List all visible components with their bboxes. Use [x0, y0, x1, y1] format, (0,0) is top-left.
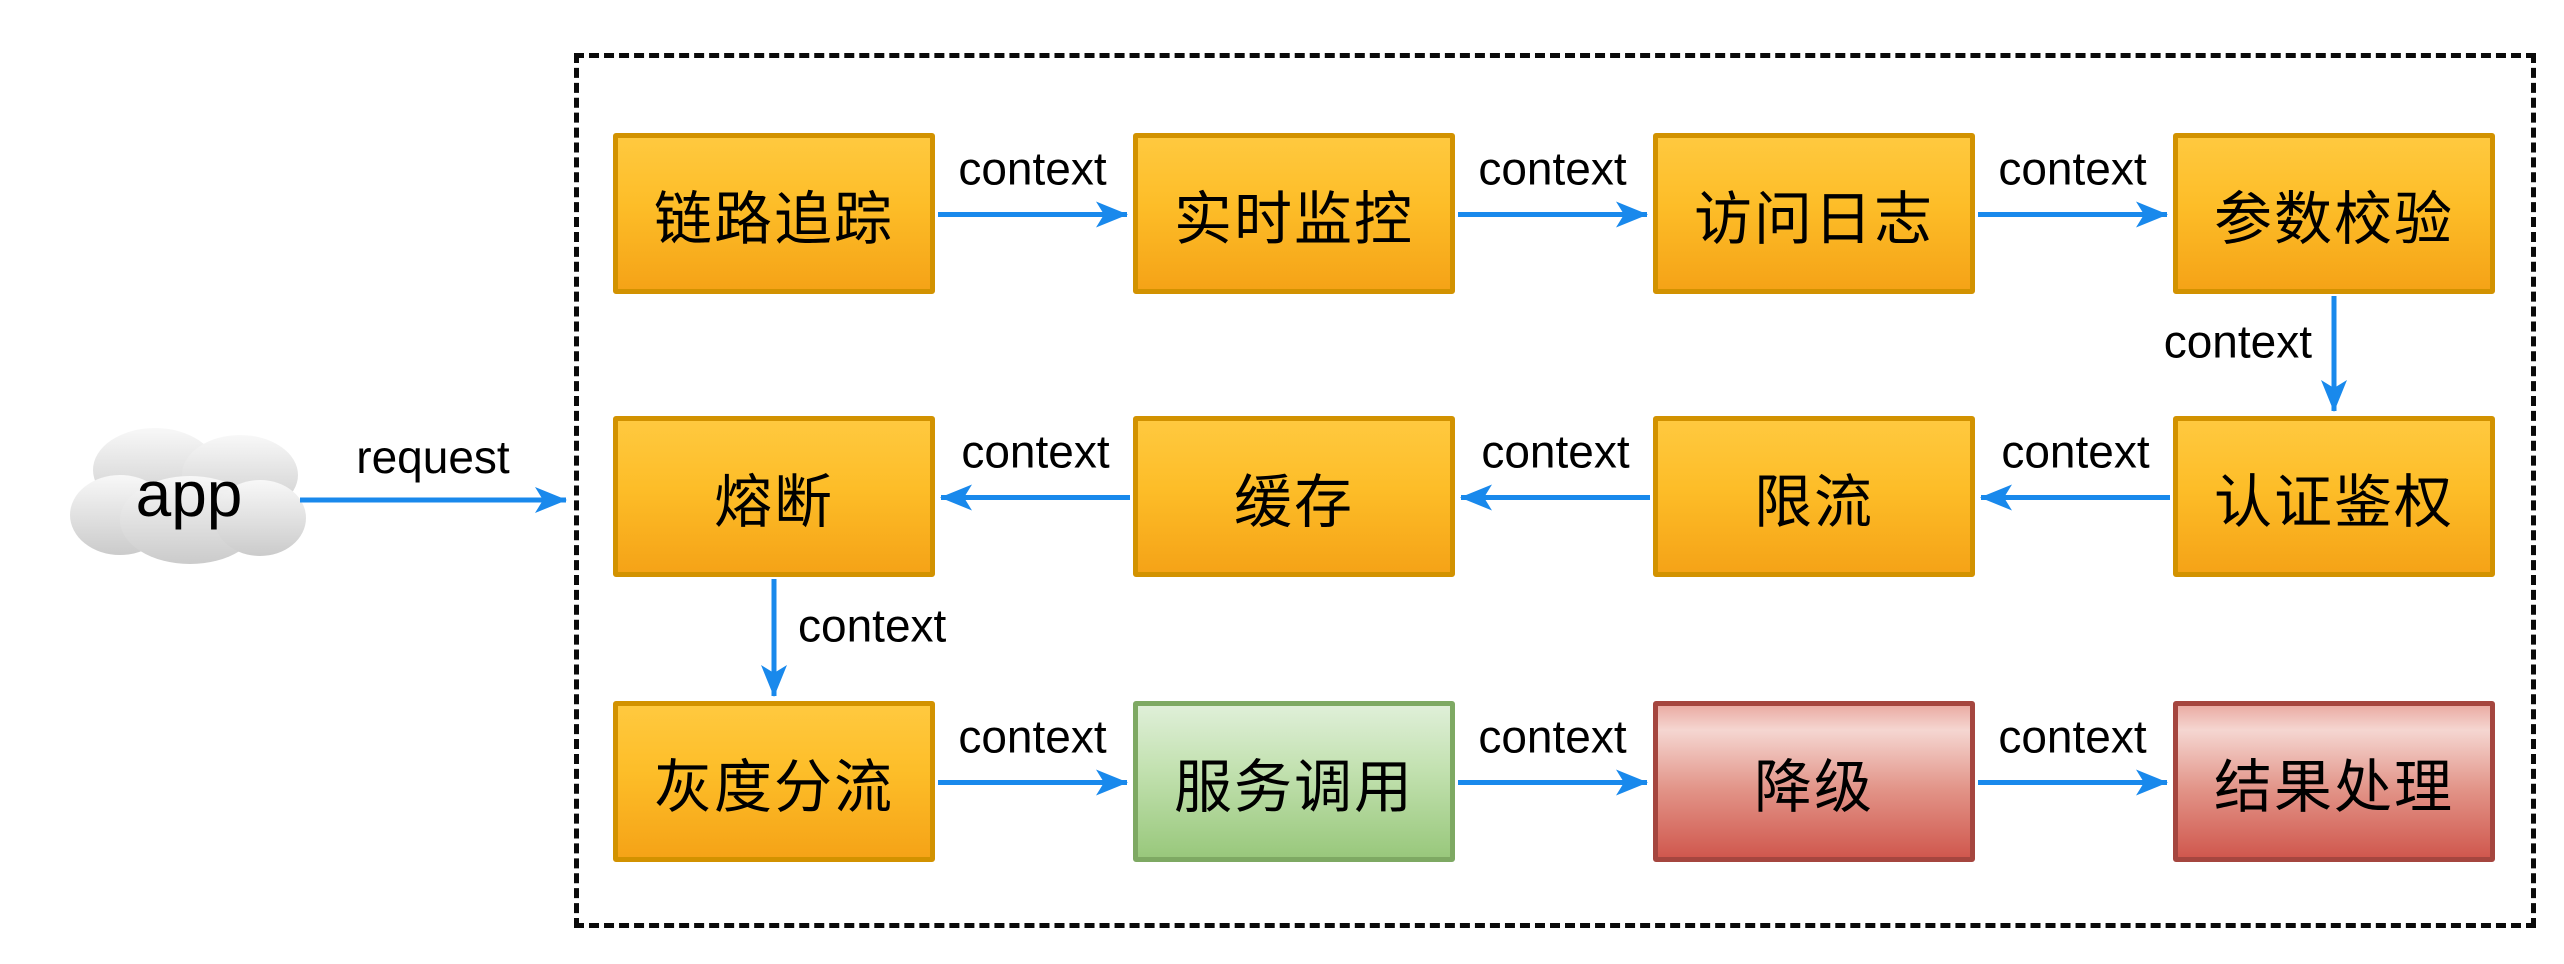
node-label-validate: 参数校验 [2213, 186, 2454, 252]
node-auth: 认证鉴权 [2173, 416, 2495, 577]
app-cloud-node: app [70, 428, 306, 564]
edge-label-request: request [356, 431, 510, 483]
node-monitor: 实时监控 [1133, 133, 1455, 294]
app-cloud-label: app [136, 458, 243, 530]
node-label-auth: 认证鉴权 [2213, 469, 2454, 535]
node-graysplit: 灰度分流 [613, 701, 935, 862]
node-label-serviceinvoke: 服务调用 [1173, 754, 1414, 820]
node-label-trace: 链路追踪 [653, 186, 894, 252]
node-label-graysplit: 灰度分流 [653, 754, 894, 820]
node-label-accesslog: 访问日志 [1693, 186, 1934, 252]
node-validate: 参数校验 [2173, 133, 2495, 294]
node-label-ratelimit: 限流 [1753, 469, 1874, 535]
node-label-degrade: 降级 [1753, 754, 1874, 820]
gateway-pipeline-container [574, 53, 2536, 928]
node-circuitbreak: 熔断 [613, 416, 935, 577]
node-label-circuitbreak: 熔断 [713, 469, 834, 535]
node-cache: 缓存 [1133, 416, 1455, 577]
node-degrade: 降级 [1653, 701, 1975, 862]
node-ratelimit: 限流 [1653, 416, 1975, 577]
node-trace: 链路追踪 [613, 133, 935, 294]
node-serviceinvoke: 服务调用 [1133, 701, 1455, 862]
node-label-cache: 缓存 [1233, 469, 1354, 535]
node-label-resulthandle: 结果处理 [2213, 754, 2454, 820]
node-accesslog: 访问日志 [1653, 133, 1975, 294]
node-resulthandle: 结果处理 [2173, 701, 2495, 862]
node-label-monitor: 实时监控 [1173, 186, 1414, 252]
